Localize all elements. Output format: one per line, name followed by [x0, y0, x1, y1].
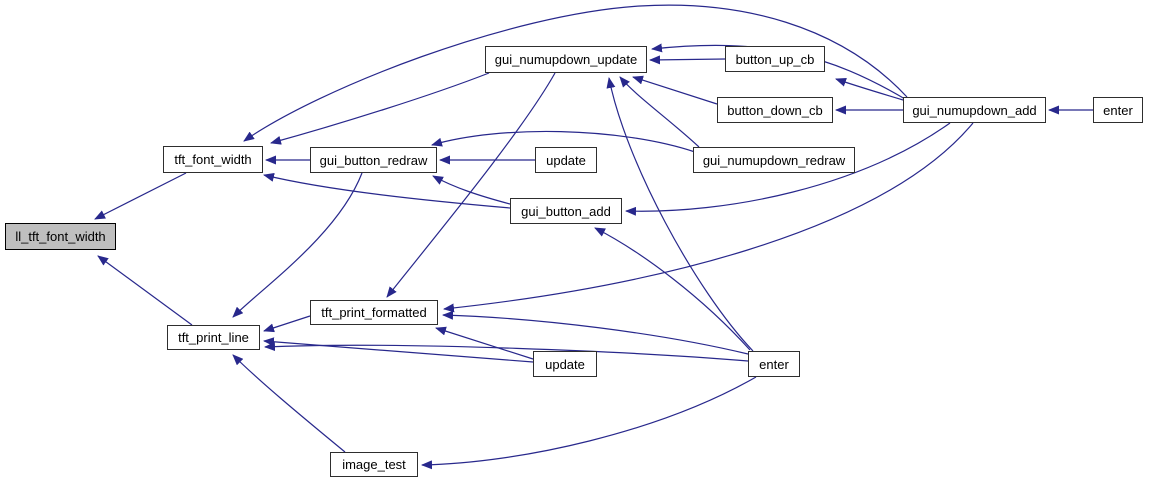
node-label: tft_font_width: [174, 152, 252, 167]
node-gui_numupdown_redraw[interactable]: gui_numupdown_redraw: [693, 147, 855, 173]
call-edge-gui_numupdown_redraw-to-gui_button_redraw: [431, 130, 696, 153]
node-label: button_down_cb: [727, 102, 823, 118]
call-edge-gui_button_add-to-tft_font_width: [263, 172, 511, 209]
node-button_up_cb[interactable]: button_up_cb: [725, 46, 825, 72]
node-label: enter: [1103, 102, 1133, 118]
node-label: tft_print_line: [178, 330, 249, 345]
node-button_down_cb[interactable]: button_down_cb: [717, 97, 833, 123]
call-edge-enter_bottom-to-gui_numupdown_update: [606, 77, 754, 352]
node-label: image_test: [342, 457, 406, 472]
call-edge-image_test-to-tft_print_line: [232, 354, 346, 453]
node-label: ll_tft_font_width: [15, 229, 106, 244]
node-label: update: [546, 152, 586, 168]
node-label: update: [545, 356, 585, 372]
node-label: gui_button_add: [521, 203, 611, 219]
node-label: gui_numupdown_update: [494, 52, 638, 67]
call-edge-gui_numupdown_add-to-tft_print_formatted: [443, 122, 974, 313]
call-edge-tft_print_formatted-to-tft_print_line: [263, 315, 311, 333]
call-edge-enter_bottom-to-tft_print_formatted: [442, 310, 749, 355]
node-label: gui_numupdown_add: [912, 102, 1037, 118]
node-tft_font_width[interactable]: tft_font_width: [163, 146, 263, 173]
node-ll_tft_font_width: ll_tft_font_width: [5, 223, 116, 250]
node-label: button_up_cb: [735, 51, 815, 67]
node-tft_print_line[interactable]: tft_print_line: [167, 325, 260, 350]
call-edge-gui_numupdown_add-to-tft_font_width: [243, 4, 908, 142]
call-edge-gui_button_add-to-gui_button_redraw: [432, 175, 511, 205]
node-enter_right[interactable]: enter: [1093, 97, 1143, 123]
node-label: tft_print_formatted: [321, 305, 427, 320]
call-edge-enter_bottom-to-image_test: [421, 376, 757, 470]
node-tft_print_formatted[interactable]: tft_print_formatted: [310, 300, 438, 325]
call-edge-enter_bottom-to-gui_button_add: [594, 227, 751, 351]
node-image_test[interactable]: image_test: [330, 452, 418, 477]
node-update_top[interactable]: update: [535, 147, 597, 173]
node-label: gui_button_redraw: [319, 152, 428, 168]
node-update_bottom[interactable]: update: [533, 351, 597, 377]
call-edge-update_bottom-to-tft_print_formatted: [435, 326, 534, 360]
call-edge-gui_numupdown_update-to-tft_print_formatted: [386, 72, 556, 298]
call-edge-gui_numupdown_add-to-gui_button_add: [625, 122, 951, 216]
node-gui_numupdown_update[interactable]: gui_numupdown_update: [485, 46, 647, 73]
call-edge-gui_numupdown_update-to-tft_font_width: [270, 72, 490, 145]
call-edge-update_bottom-to-tft_print_line: [263, 337, 534, 363]
call-edge-button_up_cb-to-gui_numupdown_update: [649, 55, 726, 65]
node-label: enter: [759, 356, 789, 372]
call-edge-enter_bottom-to-tft_print_line: [264, 342, 749, 362]
node-enter_bottom[interactable]: enter: [748, 351, 800, 377]
call-edge-button_down_cb-to-gui_numupdown_update: [632, 75, 718, 105]
node-label: gui_numupdown_redraw: [702, 152, 846, 168]
call-edge-tft_font_width-to-ll_tft_font_width: [94, 172, 187, 220]
node-gui_button_redraw[interactable]: gui_button_redraw: [310, 147, 437, 173]
call-edge-gui_numupdown_add-to-button_up_cb: [835, 78, 904, 101]
node-gui_button_add[interactable]: gui_button_add: [510, 198, 622, 224]
call-edge-tft_print_line-to-ll_tft_font_width: [97, 255, 193, 326]
call-edge-gui_numupdown_redraw-to-gui_numupdown_update: [619, 76, 700, 148]
call-edge-gui_button_redraw-to-tft_print_line: [232, 172, 363, 318]
node-gui_numupdown_add[interactable]: gui_numupdown_add: [903, 97, 1046, 123]
